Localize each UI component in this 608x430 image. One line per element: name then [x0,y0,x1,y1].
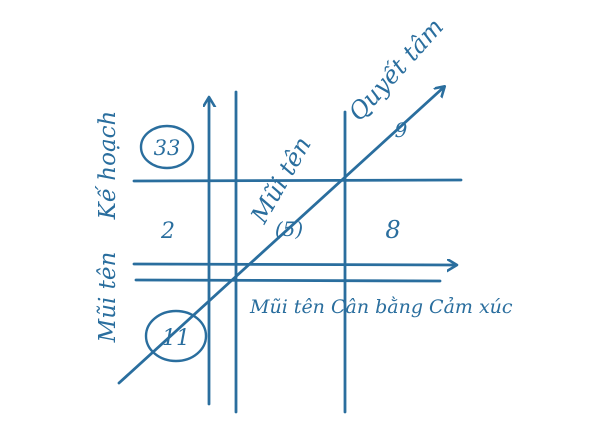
label-vertical-left-upper: Kế hoạch [95,111,121,221]
cell-center-value: (5) [275,217,303,241]
horizontal-line-bottom [134,278,442,283]
label-bottom-row: Mũi tên Cân bằng Cảm xúc [249,296,513,318]
cell-middle-left-value: 2 [160,219,175,244]
label-vertical-left-lower: Mũi tên [95,252,121,344]
cell-bottom-left-value: 11 [162,326,190,351]
circle-top-left [139,124,195,170]
label-diagonal-upper: Quyết tâm [343,13,449,126]
diagonal-arrow-determination [117,87,444,385]
top-right-digit: 9 [395,118,408,142]
cell-top-left-value: 33 [154,136,181,160]
horizontal-line-top [132,178,463,183]
circle-bottom-left [144,309,208,363]
horizontal-arrow-emotion-balance [132,264,456,265]
cell-middle-right-value: 8 [385,216,400,244]
